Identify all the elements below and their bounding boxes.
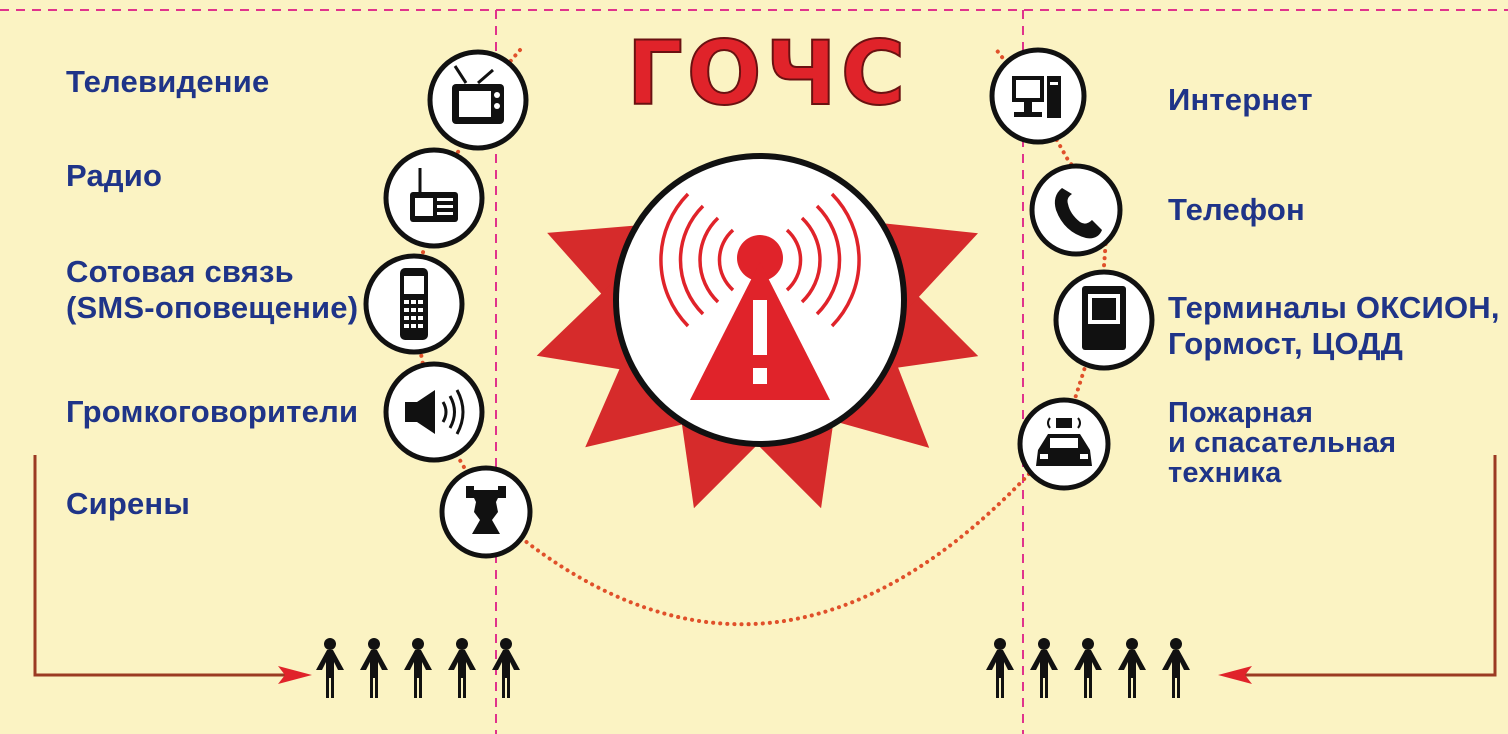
siren-icon <box>439 465 533 559</box>
population-group-icon <box>316 638 520 698</box>
person-head <box>368 638 380 650</box>
phone-handset-icon <box>1029 163 1123 257</box>
person-head <box>324 638 336 650</box>
emergency-vehicle-icon <box>1017 397 1111 491</box>
channel-label-telephone: Телефон <box>1168 192 1305 227</box>
person-head <box>1082 638 1094 650</box>
person-head <box>500 638 512 650</box>
person-head <box>1170 638 1182 650</box>
person-figure <box>448 650 476 698</box>
terminal-icon <box>1053 269 1155 371</box>
channel-label-terminals: Терминалы ОКСИОН,Гормост, ЦОДД <box>1168 290 1500 361</box>
person-head <box>994 638 1006 650</box>
person-figure <box>1118 650 1146 698</box>
channel-label-radio: Радио <box>66 158 163 193</box>
title-text: ГОЧС <box>627 22 910 125</box>
person-figure <box>404 650 432 698</box>
person-figure <box>1030 650 1058 698</box>
person-head <box>1126 638 1138 650</box>
channel-label-sirens: Сирены <box>66 486 191 521</box>
alarm-tower-icon <box>613 153 907 447</box>
computer-icon <box>989 47 1087 145</box>
channel-label-cellular: Сотовая связь(SMS-оповещение) <box>66 254 359 325</box>
person-figure <box>492 650 520 698</box>
population-group-icon <box>986 638 1190 698</box>
person-figure <box>1162 650 1190 698</box>
person-figure <box>360 650 388 698</box>
person-head <box>1038 638 1050 650</box>
person-head <box>412 638 424 650</box>
flow-arrows <box>33 455 1497 677</box>
radio-icon <box>383 147 485 249</box>
channel-label-loudspeakers: Громкоговорители <box>66 394 359 429</box>
person-figure <box>316 650 344 698</box>
person-head <box>456 638 468 650</box>
person-figure <box>1074 650 1102 698</box>
flow-arrowheads <box>278 666 1252 684</box>
speaker-icon <box>383 361 485 463</box>
person-figure <box>986 650 1014 698</box>
channel-label-internet: Интернет <box>1168 82 1313 117</box>
channel-label-tv: Телевидение <box>66 64 270 99</box>
mobile-phone-icon <box>363 253 465 355</box>
tv-icon <box>427 49 529 151</box>
